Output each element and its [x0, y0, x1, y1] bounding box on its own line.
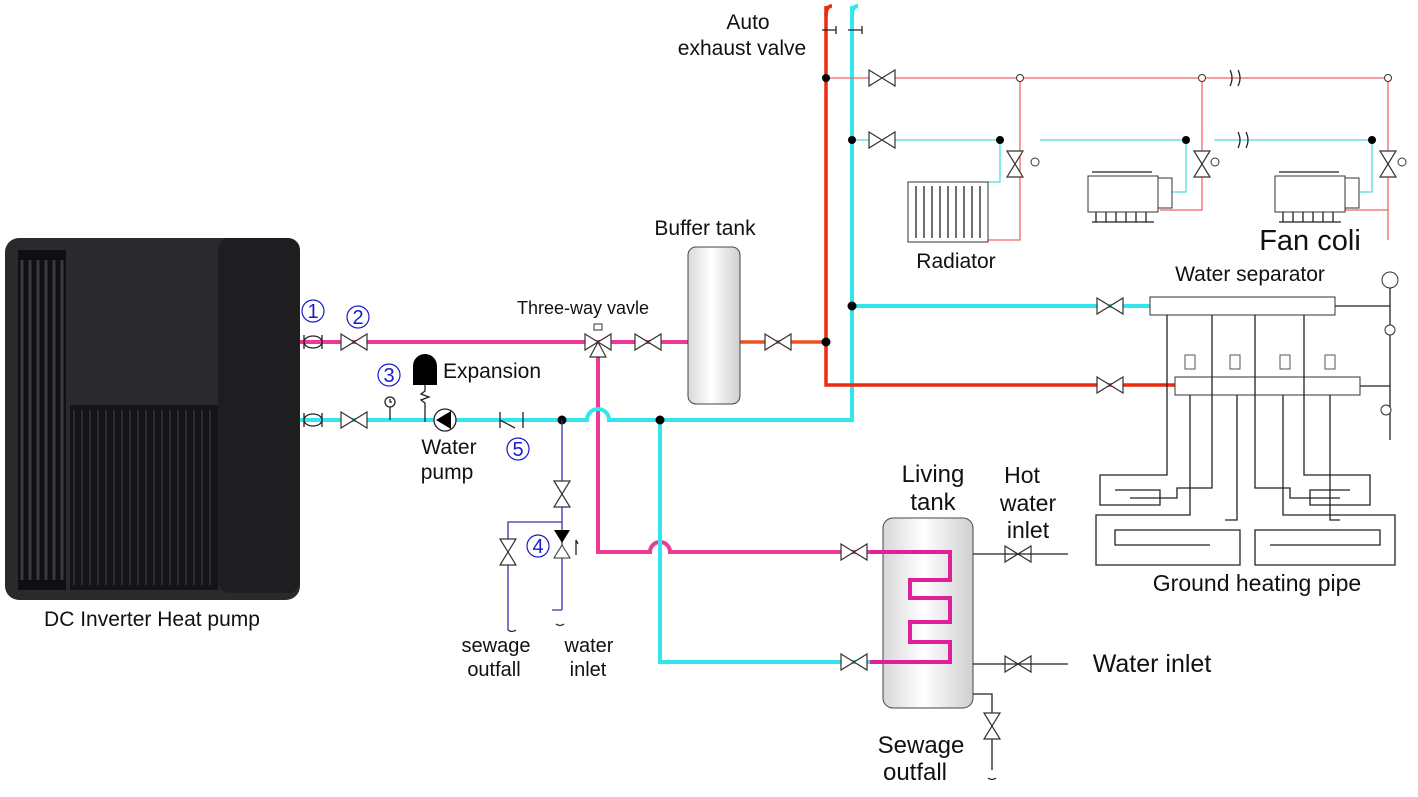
auto-exhaust-label-1: Auto: [726, 11, 769, 34]
living-tank-label-2: tank: [910, 489, 956, 516]
water-separator: [1149, 271, 1399, 440]
water-inlet-left-2: inlet: [570, 659, 607, 681]
marker-5: 5: [506, 437, 530, 461]
water-separator-label: Water separator: [1175, 263, 1325, 286]
living-tank-return-valve-icon[interactable]: [840, 653, 868, 671]
auto-exhaust-valve-icon: [822, 26, 863, 34]
marker-4: 4: [526, 534, 550, 558]
fan-coil-control-valve-2-icon[interactable]: [1379, 150, 1397, 178]
water-pump-label-2: pump: [421, 461, 474, 484]
ground-heating-label: Ground heating pipe: [1153, 570, 1361, 596]
fan-coil-1-icon: [1087, 171, 1173, 223]
fill-valve-icon[interactable]: [553, 480, 571, 508]
heat-pump-label: DC Inverter Heat pump: [44, 608, 260, 631]
valve-2-icon[interactable]: [340, 333, 368, 351]
auto-exhaust-label-2: exhaust valve: [678, 37, 806, 60]
living-tank-hot-valve-icon[interactable]: [840, 543, 868, 561]
water-inlet-right-label: Water inlet: [1093, 650, 1212, 678]
radiator-return-valve-icon[interactable]: [868, 131, 896, 149]
heating-coil: [870, 550, 952, 664]
marker-2: 2: [346, 305, 370, 329]
living-tank: [882, 517, 974, 709]
water-pump-icon[interactable]: [433, 408, 457, 432]
water-inlet-left-1: water: [564, 635, 614, 657]
svg-text:2: 2: [352, 307, 363, 329]
svg-text:3: 3: [383, 365, 394, 387]
radiator-label: Radiator: [916, 250, 995, 273]
flexible-joint-icon: [303, 335, 323, 427]
drain-valve-icon[interactable]: [499, 538, 517, 566]
sewage-outfall-right-1: Sewage: [878, 732, 965, 759]
sewage-valve-icon[interactable]: [983, 712, 1001, 740]
ground-heating-pipe: [1095, 315, 1396, 566]
hot-water-inlet-label-2: water: [999, 490, 1057, 516]
water-pump-label-1: Water: [421, 436, 476, 459]
hot-water-inlet-label-1: Hot: [1004, 462, 1040, 488]
svg-text:4: 4: [532, 536, 543, 558]
fan-coil-control-valve-1-icon[interactable]: [1193, 150, 1211, 178]
return-pipe: [300, 6, 854, 422]
fan-coil-label: Fan coli: [1259, 225, 1361, 257]
hot-water-inlet-label-3: inlet: [1007, 517, 1050, 543]
sewage-outfall-right-2: outfall: [883, 759, 947, 786]
fill-drain-line: [507, 420, 563, 630]
buffer-tank-label: Buffer tank: [654, 217, 756, 240]
check-valve-icon: [499, 412, 524, 429]
marker-3: 3: [377, 363, 401, 387]
living-tank-label-1: Living: [902, 461, 965, 488]
buffer-inlet-valve-icon[interactable]: [634, 333, 662, 351]
return-valve-icon[interactable]: [340, 411, 368, 429]
expansion-label: Expansion: [443, 360, 541, 383]
radiator-icon: [907, 181, 989, 243]
fan-coil-2-icon: [1274, 171, 1360, 223]
buffer-outlet-valve-icon[interactable]: [764, 333, 792, 351]
radiator-supply-valve-icon[interactable]: [868, 69, 896, 87]
buffer-tank: [687, 246, 741, 405]
heat-pump-unit: [5, 238, 300, 600]
sewage-outfall-left-2: outfall: [467, 659, 520, 681]
living-tank-return-pipe: [658, 420, 870, 664]
svg-text:1: 1: [307, 301, 318, 323]
pressure-gauge-icon: [384, 396, 396, 420]
supply-riser-pipe: [824, 6, 1175, 387]
three-way-valve-icon[interactable]: [584, 323, 612, 358]
three-way-valve-label: Three-way vavle: [517, 298, 649, 318]
separator-supply-valve-icon[interactable]: [1096, 376, 1124, 394]
sewage-outfall-left-1: sewage: [462, 635, 531, 657]
safety-valve-icon: [553, 530, 579, 559]
expansion-tank-icon: [413, 354, 437, 422]
separator-return-valve-icon[interactable]: [1096, 297, 1124, 315]
living-tank-water-lines: [973, 553, 1068, 770]
marker-1: 1: [301, 299, 325, 323]
svg-text:5: 5: [512, 439, 523, 461]
